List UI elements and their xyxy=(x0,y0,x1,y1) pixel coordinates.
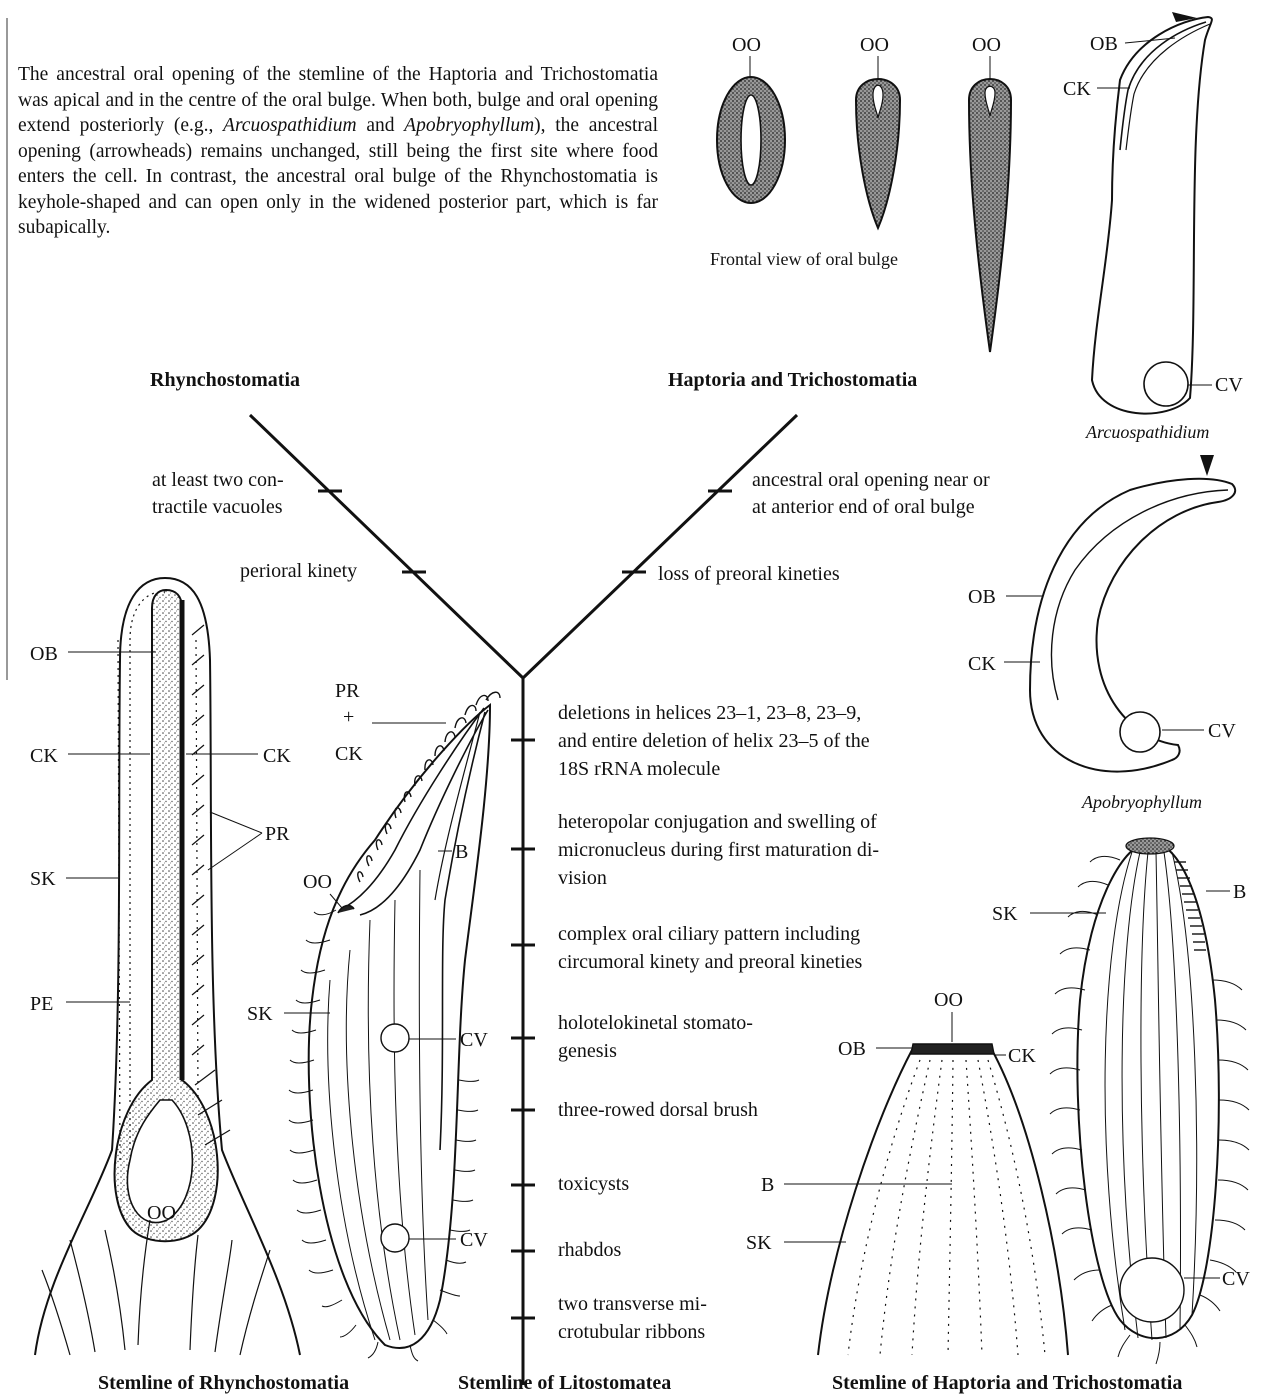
char-loss-preoral: loss of preoral kineties xyxy=(658,563,840,585)
apobryophyllum-group: OB CK CV Apobryophyllum xyxy=(968,455,1236,812)
haptoria-cell-oral-bulge xyxy=(1126,838,1174,854)
litostome-ck-label: CK xyxy=(335,743,363,765)
frontal-caption: Frontal view of oral bulge xyxy=(710,249,898,269)
arcuospathidium-cell xyxy=(1092,17,1212,414)
arcuospathidium-group: OB CK CV Arcuospathidium xyxy=(1063,12,1243,442)
frontal-oo-label-1: OO xyxy=(732,34,761,56)
haptoria-detail-sk-label: SK xyxy=(746,1232,772,1254)
stem-char-4-line-1: holotelokinetal stomato- xyxy=(558,1012,753,1034)
apo-ck-label: CK xyxy=(968,653,996,675)
haptoria-detail-b-label: B xyxy=(761,1174,774,1196)
rhyncho-ck-label-right: CK xyxy=(263,745,291,767)
char-two-cv-1: at least two con- xyxy=(152,469,284,491)
litostome-cv2-label: CV xyxy=(460,1229,488,1251)
haptoria-cell-sk-label: SK xyxy=(992,903,1018,925)
stem-char-5: three-rowed dorsal brush xyxy=(558,1099,758,1121)
rhyncho-ob-label: OB xyxy=(30,643,58,665)
arcuo-cv-label: CV xyxy=(1215,374,1243,396)
caption-litostomatea: Stemline of Litostomatea xyxy=(458,1372,671,1394)
char-perioral-kinety: perioral kinety xyxy=(240,560,357,582)
apobryophyllum-caption: Apobryophyllum xyxy=(1081,792,1202,812)
arcuospathidium-caption: Arcuospathidium xyxy=(1085,422,1209,442)
stem-char-3-line-1: complex oral ciliary pattern including xyxy=(558,923,860,945)
stem-char-6: toxicysts xyxy=(558,1173,629,1195)
stem-char-8-line-1: two transverse mi- xyxy=(558,1293,707,1315)
litostome-cell-group: PR + CK B OO SK CV CV xyxy=(247,680,500,1361)
litostome-cv-1 xyxy=(381,1024,409,1052)
litostome-cv1-label: CV xyxy=(460,1029,488,1051)
stem-char-4-line-2: genesis xyxy=(558,1040,617,1062)
haptoria-cell-cv-label: CV xyxy=(1222,1268,1250,1290)
frontal-view-group: OO OO OO Frontal view of oral bulge xyxy=(710,34,1011,352)
haptoria-detail-group: OO OB CK B SK xyxy=(746,989,1068,1355)
litostome-oo-label: OO xyxy=(303,871,332,893)
clade-haptoria: Haptoria and Trichostomatia xyxy=(668,369,917,391)
frontal-oo-label-2: OO xyxy=(860,34,889,56)
rhyncho-sk-label: SK xyxy=(30,868,56,890)
stem-char-1-line-1: deletions in helices 23–1, 23–8, 23–9, xyxy=(558,702,861,724)
litostome-pr-label: PR xyxy=(335,680,360,702)
arcuo-ob-label: OB xyxy=(1090,33,1118,55)
rhynchostomatia-cell-group: OB CK CK PR SK PE OO xyxy=(30,578,300,1355)
char-oral-opening-1: ancestral oral opening near or xyxy=(752,469,990,491)
rhyncho-pe-label: PE xyxy=(30,993,53,1015)
rhyncho-ck-label-left: CK xyxy=(30,745,58,767)
haptoria-detail-oo-label: OO xyxy=(934,989,963,1011)
stem-characters: deletions in helices 23–1, 23–8, 23–9, a… xyxy=(511,702,879,1343)
litostome-sk-label: SK xyxy=(247,1003,273,1025)
haptoria-detail-ob-label: OB xyxy=(838,1038,866,1060)
apo-ob-label: OB xyxy=(968,586,996,608)
caption-rhynchostomatia: Stemline of Rhynchostomatia xyxy=(98,1372,349,1394)
stem-char-8-line-2: crotubular ribbons xyxy=(558,1321,705,1343)
apo-cv-label: CV xyxy=(1208,720,1236,742)
frontal-oo-label-3: OO xyxy=(972,34,1001,56)
stem-char-1-line-3: 18S rRNA molecule xyxy=(558,758,720,780)
caption-haptoria: Stemline of Haptoria and Trichostomatia xyxy=(832,1372,1182,1394)
litostome-cv-2 xyxy=(381,1224,409,1252)
haptoria-cell-b-label: B xyxy=(1233,881,1246,903)
haptoria-detail-oral-bulge xyxy=(911,1044,994,1054)
arrowhead-icon-2 xyxy=(1200,455,1214,476)
char-two-cv-2: tractile vacuoles xyxy=(152,496,283,518)
stem-char-2-line-3: vision xyxy=(558,867,607,889)
litostome-b-label: B xyxy=(455,841,468,863)
stem-char-3-line-2: circumoral kinety and preoral kineties xyxy=(558,951,863,973)
haptoria-detail-outline xyxy=(818,1050,1068,1355)
stem-char-2-line-1: heteropolar conjugation and swelling of xyxy=(558,811,877,833)
apobryophyllum-cv xyxy=(1120,712,1160,752)
char-oral-opening-2: at anterior end of oral bulge xyxy=(752,496,975,518)
rhyncho-oo-label: OO xyxy=(147,1202,176,1224)
stem-char-1-line-2: and entire deletion of helix 23–5 of the xyxy=(558,730,870,752)
rhyncho-pr-label: PR xyxy=(265,823,290,845)
stem-char-7: rhabdos xyxy=(558,1239,622,1261)
litostome-plus-label: + xyxy=(343,706,354,728)
clade-rhynchostomatia: Rhynchostomatia xyxy=(150,369,300,391)
haptoria-cell-cv xyxy=(1120,1258,1184,1322)
arcuospathidium-cv xyxy=(1144,362,1188,406)
stem-char-2-line-2: micronucleus during first maturation di- xyxy=(558,839,879,861)
frontal-bulge-elongate xyxy=(969,79,1011,352)
arcuo-ck-label: CK xyxy=(1063,78,1091,100)
haptoria-detail-ck-label: CK xyxy=(1008,1045,1036,1067)
